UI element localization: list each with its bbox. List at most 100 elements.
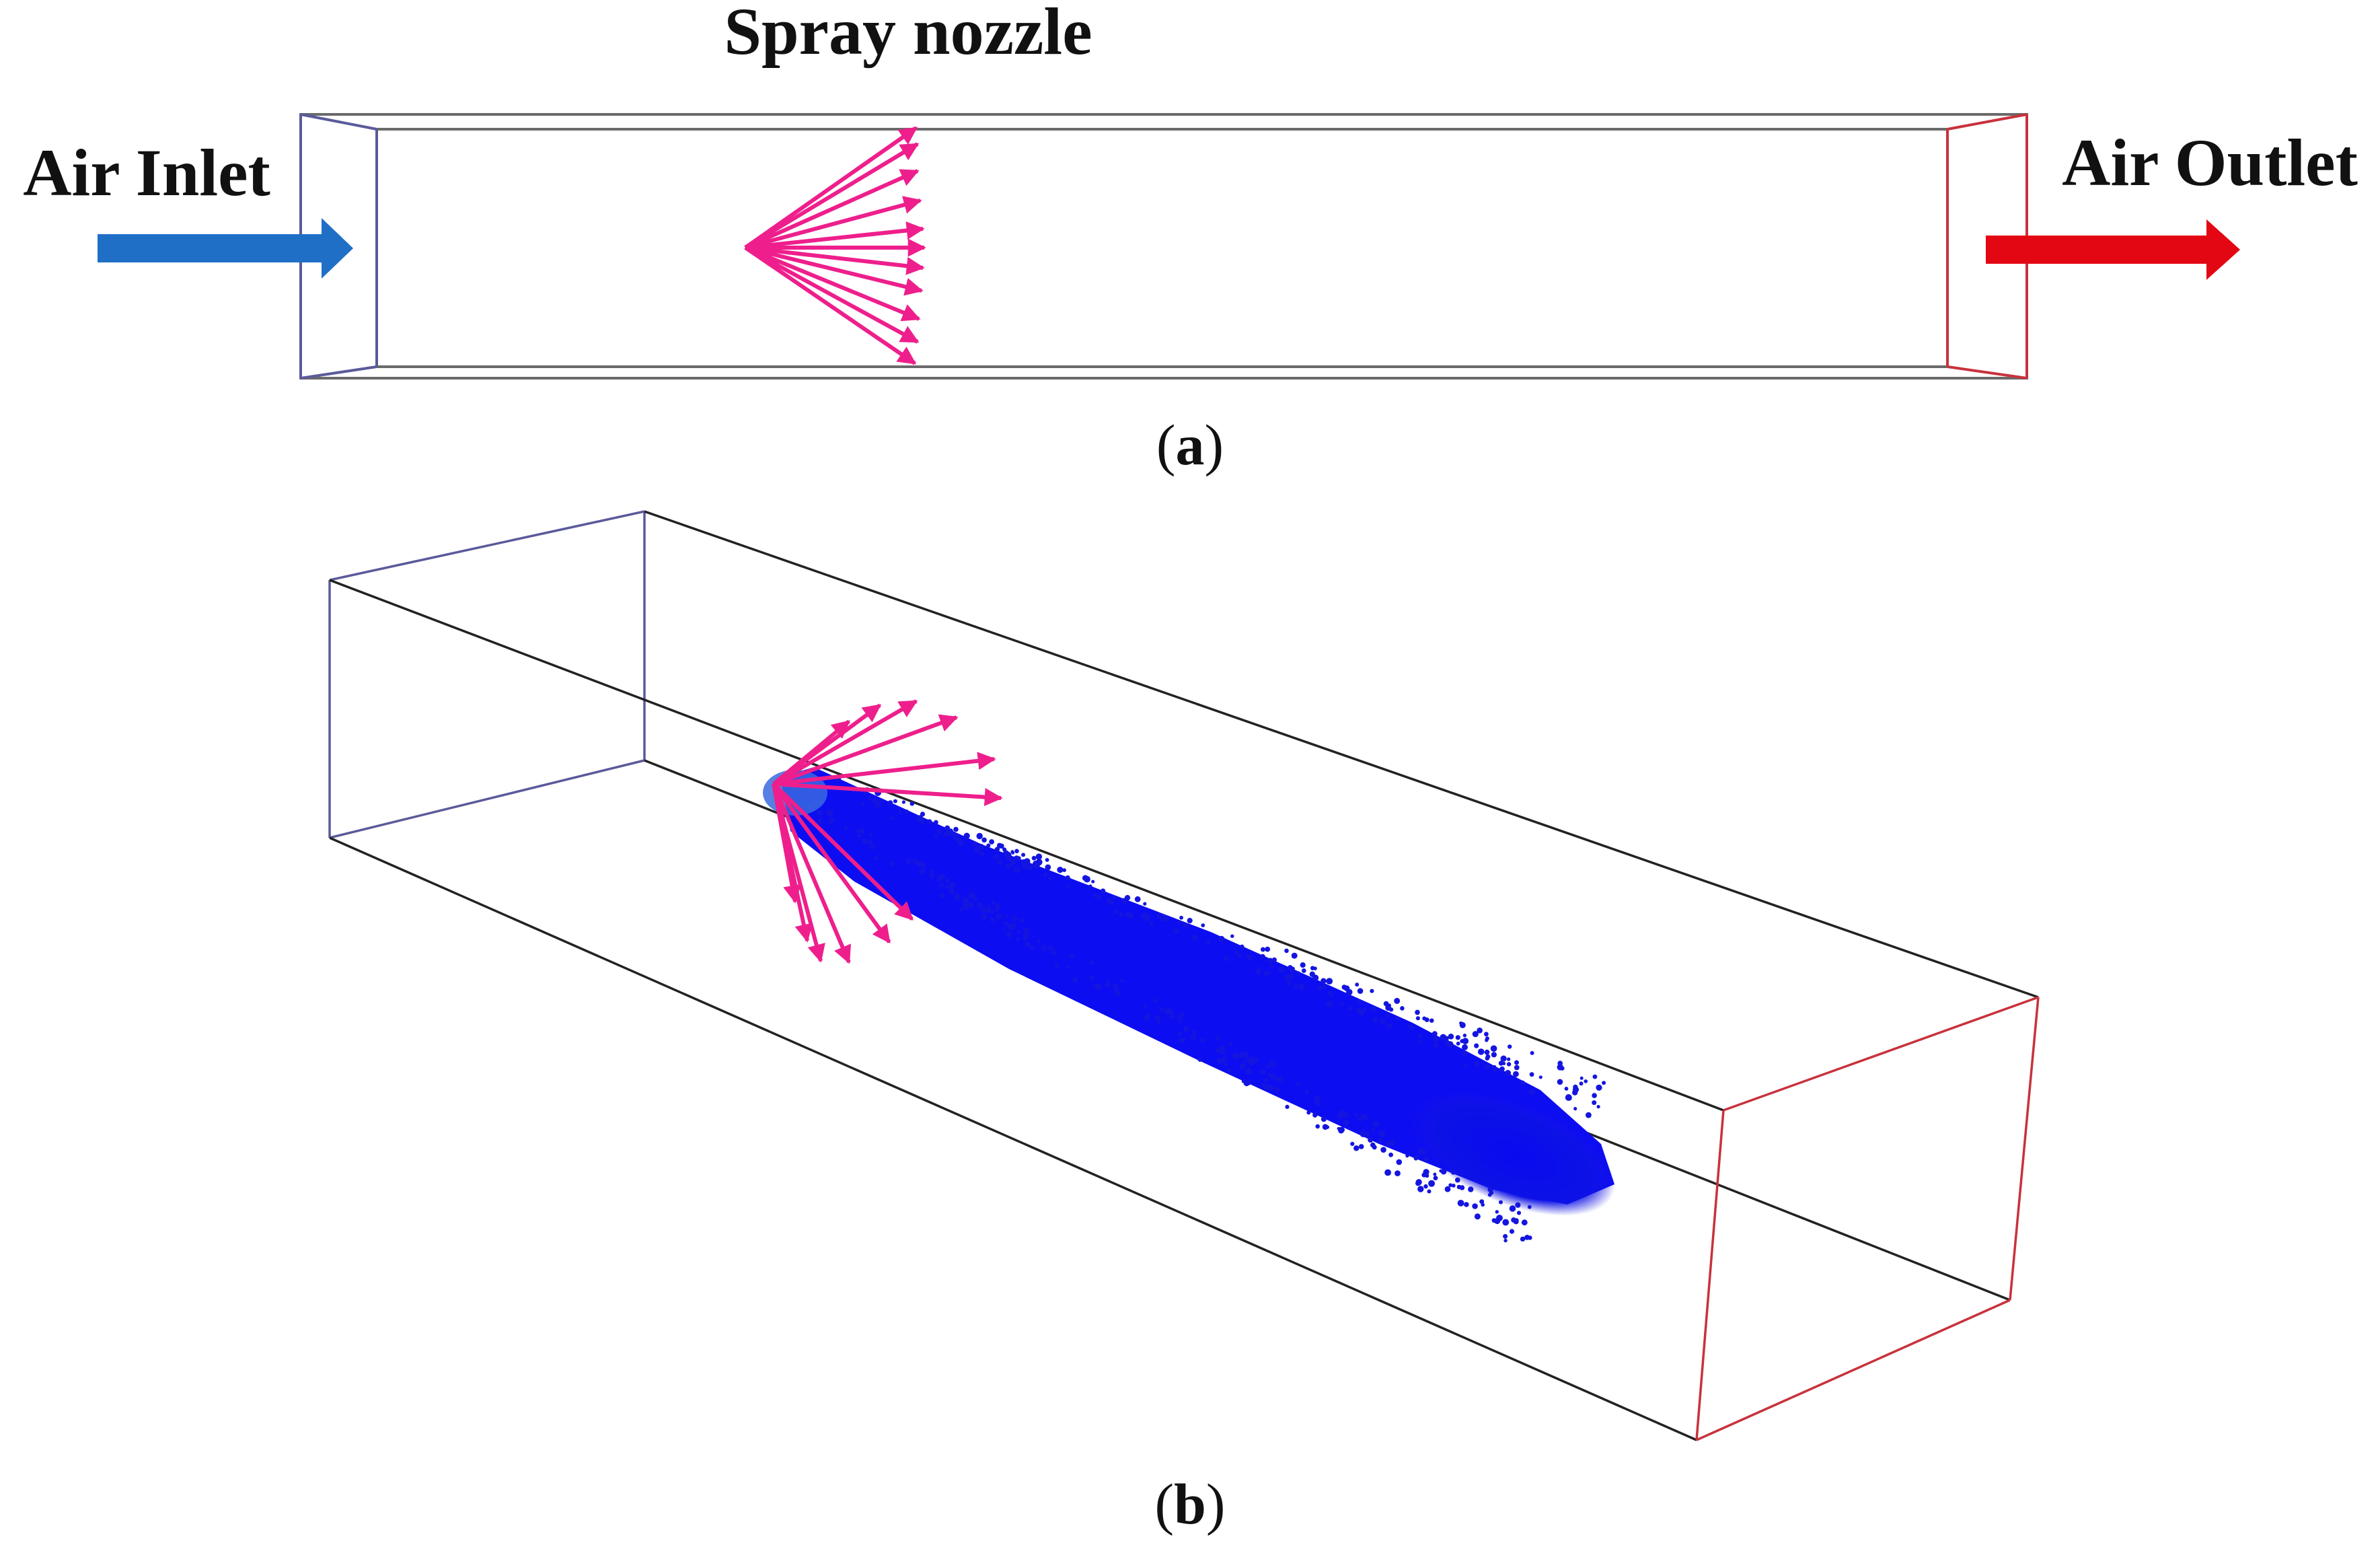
spray-droplet (1451, 1184, 1456, 1188)
spray-droplet (1269, 964, 1274, 968)
inlet-flow-arrow (98, 218, 353, 279)
spray-droplet (1468, 1186, 1474, 1192)
caption-a: (a) (1156, 412, 1224, 477)
spray-droplet (1415, 1179, 1422, 1186)
spray-droplet (1521, 1219, 1528, 1226)
spray-droplet (1368, 1137, 1374, 1143)
spray-droplet (1326, 1001, 1333, 1008)
spray-droplet (1417, 1034, 1422, 1039)
spray-droplet (1004, 914, 1008, 918)
spray-droplet (1514, 1065, 1520, 1071)
spray-droplet (1278, 966, 1285, 973)
spray-droplet (1162, 915, 1169, 922)
spray-droplet (1002, 928, 1006, 932)
spray-droplet (868, 832, 873, 837)
spray-droplet (1072, 977, 1078, 983)
spray-droplet (1215, 1036, 1220, 1041)
spray-droplet (1372, 1120, 1379, 1128)
spray-droplet (1012, 915, 1018, 921)
spray-droplet (1360, 1130, 1367, 1138)
spray-droplet (1363, 1007, 1368, 1012)
spray-droplet (1177, 1032, 1182, 1036)
spray-droplet (916, 861, 923, 867)
spray-droplet (993, 853, 1000, 860)
spray-droplet (1144, 1015, 1150, 1021)
spray-droplet (1141, 912, 1148, 919)
spray-droplet (1013, 867, 1018, 872)
spray-droplet (1380, 1018, 1386, 1025)
spray-droplet (1400, 1006, 1405, 1011)
spray-droplet (962, 897, 969, 904)
spray-droplet (1592, 1093, 1597, 1098)
spray-droplet (1564, 1087, 1569, 1091)
spray-droplet (1025, 941, 1031, 947)
spray-droplet (829, 817, 835, 823)
spray-droplet (1557, 1079, 1563, 1085)
spray-droplet (1314, 1095, 1321, 1102)
panel-b: (b) (328, 510, 2040, 1536)
spray-droplet (981, 837, 987, 843)
spray-droplet (1584, 1079, 1588, 1083)
spray-droplet (1484, 1049, 1490, 1055)
spray-droplet (1246, 954, 1253, 961)
spray-droplet (1415, 1009, 1420, 1015)
spray-droplet (859, 828, 865, 834)
caption-b-letter: b (1174, 1472, 1206, 1536)
spray-droplet (1503, 1233, 1508, 1239)
spray-droplet (1045, 864, 1051, 871)
spray-droplet (1179, 915, 1183, 920)
spray-droplet (955, 836, 961, 842)
spray-droplet (875, 801, 881, 808)
spray-droplet (1271, 957, 1277, 962)
spray-droplet (1448, 1034, 1454, 1040)
spray-droplet (1457, 1200, 1464, 1207)
spray-droplet (1119, 912, 1123, 917)
spray-droplet (1330, 993, 1334, 997)
spray-droplet (867, 839, 873, 845)
spray-droplet (1423, 1155, 1429, 1162)
spray-droplet (1109, 900, 1114, 906)
spray-droplet (1378, 1138, 1383, 1143)
spray-droplet (981, 907, 987, 913)
spray-droplet (1238, 1052, 1244, 1058)
spray-droplet (1423, 1184, 1428, 1189)
spray-droplet (1114, 987, 1119, 992)
nozzle-vectors-3d (772, 699, 1003, 964)
spray-droplet (1394, 997, 1401, 1004)
spray-droplet (1160, 1007, 1165, 1013)
spray-droplet (1257, 966, 1261, 970)
spray-droplet (1296, 971, 1300, 975)
spray-droplet (1421, 1149, 1427, 1155)
spray-droplet (1113, 983, 1119, 989)
spray-droplet (1156, 1019, 1161, 1023)
spray-droplet (1444, 1186, 1451, 1192)
spray-droplet (1092, 894, 1097, 898)
spray-droplet (1239, 1063, 1246, 1070)
spray-droplet (1464, 1063, 1468, 1067)
spray-droplet (1462, 1038, 1469, 1044)
spray-droplet (1427, 1189, 1431, 1194)
spray-droplet (1485, 1038, 1489, 1042)
spray-droplet (949, 882, 955, 889)
air-outlet-label: Air Outlet (2062, 125, 2358, 200)
spray-droplet (1298, 983, 1305, 990)
spray-droplet (1492, 1065, 1497, 1069)
spray-droplet (1200, 1038, 1205, 1043)
spray-droplet (1088, 884, 1092, 889)
spray-droplet (940, 893, 945, 898)
spray-droplet (1340, 1003, 1344, 1007)
spray-droplet (986, 843, 991, 848)
spray-droplet (1265, 1064, 1270, 1069)
spray-droplet (1372, 1017, 1378, 1022)
spray-droplet (1322, 984, 1327, 989)
spray-droplet (1005, 855, 1012, 862)
spray-droplet (991, 900, 996, 904)
spray-droplet (1462, 1044, 1468, 1050)
spray-droplet (989, 839, 994, 845)
spray-droplet (1288, 965, 1293, 970)
spray-droplet (1051, 950, 1057, 956)
spray-droplet (1455, 1035, 1460, 1040)
spray-droplet (1041, 947, 1046, 951)
spray-droplet (1030, 945, 1035, 951)
